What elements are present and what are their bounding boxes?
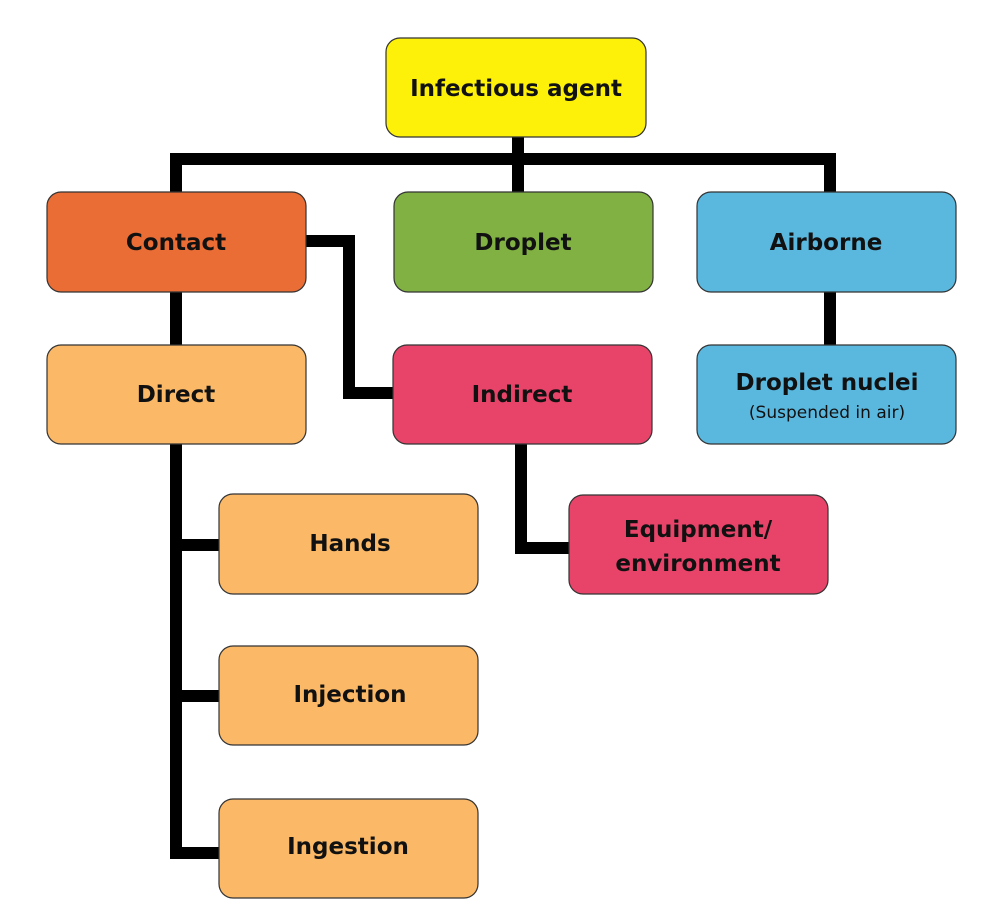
node-contact-box: [46, 191, 307, 293]
node-injection-label: Injection: [293, 682, 406, 708]
node-droplet-nuclei-label: Droplet nuclei: [736, 370, 919, 396]
node-injection-box: [218, 645, 479, 746]
node-ingestion-box: [218, 798, 479, 899]
node-droplet-label: Droplet: [474, 230, 571, 256]
node-droplet-nuclei: Droplet nuclei (Suspended in air): [696, 344, 957, 445]
node-airborne: Airborne: [696, 191, 957, 293]
node-droplet-box: [393, 191, 654, 293]
node-droplet: Droplet: [393, 191, 654, 293]
node-indirect: Indirect: [392, 344, 653, 445]
node-direct-box: [46, 344, 307, 445]
node-droplet-nuclei-box: [696, 344, 957, 445]
node-infectious-agent-box: [385, 37, 647, 138]
node-equipment-label-line2: environment: [615, 551, 780, 577]
node-hands-box: [218, 493, 479, 595]
node-droplet-nuclei-sublabel: (Suspended in air): [749, 403, 905, 423]
node-indirect-label: Indirect: [472, 382, 573, 408]
connector-indirect-to-equipment: [515, 444, 569, 554]
node-direct: Direct: [46, 344, 307, 445]
node-direct-label: Direct: [137, 382, 216, 408]
connectors: [170, 137, 836, 859]
node-injection: Injection: [218, 645, 479, 746]
connector-direct-to-subtypes: [170, 444, 219, 859]
node-hands: Hands: [218, 493, 479, 595]
node-equipment-label-line1: Equipment/: [624, 517, 773, 543]
node-hands-label: Hands: [309, 531, 390, 557]
node-airborne-label: Airborne: [770, 230, 883, 256]
node-airborne-box: [696, 191, 957, 293]
node-indirect-box: [392, 344, 653, 445]
node-ingestion-label: Ingestion: [287, 834, 409, 860]
node-infectious-agent: Infectious agent: [385, 37, 647, 138]
node-ingestion: Ingestion: [218, 798, 479, 899]
node-contact-label: Contact: [126, 230, 226, 256]
node-equipment-environment: Equipment/ environment: [568, 494, 829, 595]
node-contact: Contact: [46, 191, 307, 293]
node-infectious-agent-label: Infectious agent: [410, 76, 622, 102]
node-equipment-environment-box: [568, 494, 829, 595]
connector-contact-to-indirect: [306, 235, 393, 399]
connector-root-to-routes: [170, 137, 836, 192]
